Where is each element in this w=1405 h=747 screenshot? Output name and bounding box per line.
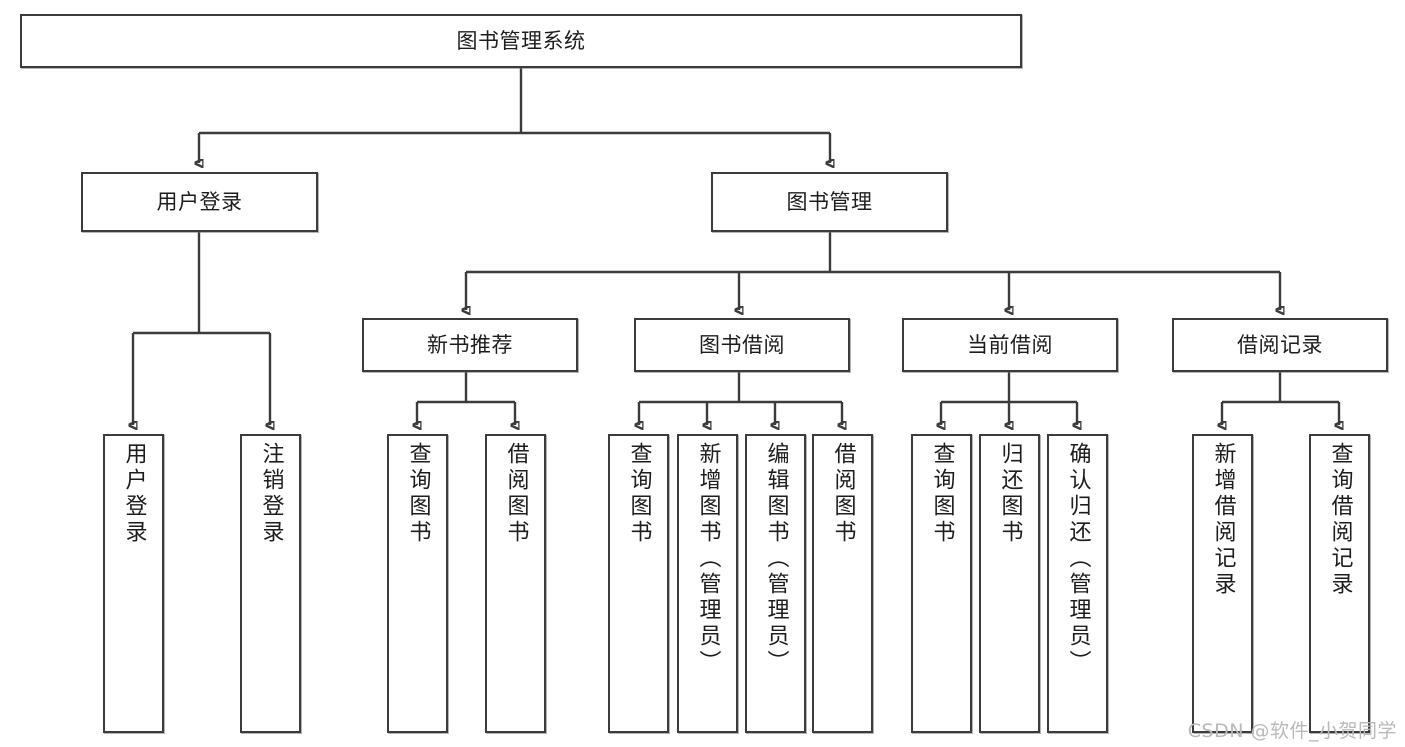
leaf-edit-book-admin[interactable]: 编辑图书（管理员）	[745, 434, 806, 733]
node-label: 查询图书	[929, 442, 955, 546]
node-label: 编辑图书（管理员）	[763, 442, 789, 676]
leaf-query-book-recommend[interactable]: 查询图书	[387, 434, 448, 733]
node-label: 确认归还（管理员）	[1065, 442, 1091, 676]
node-label: 新增借阅记录	[1210, 442, 1236, 598]
node-label: 新书推荐	[427, 332, 513, 357]
node-label: 当前借阅	[967, 332, 1053, 357]
leaf-logout[interactable]: 注销登录	[240, 434, 301, 733]
node-label: 借阅图书	[503, 442, 529, 546]
node-label: 用户登录	[156, 189, 243, 214]
node-label: 图书管理系统	[456, 28, 586, 53]
leaf-confirm-return-admin[interactable]: 确认归还（管理员）	[1047, 434, 1108, 733]
node-current-borrow[interactable]: 当前借阅	[902, 318, 1118, 372]
node-borrow-record[interactable]: 借阅记录	[1172, 318, 1388, 372]
node-label: 查询图书	[626, 442, 652, 546]
leaf-query-borrow-record[interactable]: 查询借阅记录	[1309, 434, 1370, 733]
node-book-management[interactable]: 图书管理	[711, 172, 948, 232]
node-root-book-management-system[interactable]: 图书管理系统	[20, 14, 1022, 68]
node-label: 新增图书（管理员）	[695, 442, 721, 676]
leaf-add-borrow-record[interactable]: 新增借阅记录	[1192, 434, 1253, 733]
node-label: 归还图书	[997, 442, 1023, 546]
node-label: 借阅图书	[830, 442, 856, 546]
node-user-login[interactable]: 用户登录	[81, 172, 318, 232]
leaf-add-book-admin[interactable]: 新增图书（管理员）	[677, 434, 738, 733]
node-label: 图书管理	[786, 189, 873, 214]
leaf-query-book-borrow[interactable]: 查询图书	[608, 434, 669, 733]
node-label: 借阅记录	[1237, 332, 1323, 357]
leaf-borrow-book-recommend[interactable]: 借阅图书	[485, 434, 546, 733]
node-label: 查询借阅记录	[1327, 442, 1353, 598]
leaf-borrow-book[interactable]: 借阅图书	[812, 434, 873, 733]
node-label: 查询图书	[405, 442, 431, 546]
leaf-query-book-current[interactable]: 查询图书	[911, 434, 972, 733]
node-label: 图书借阅	[699, 332, 785, 357]
leaf-return-book[interactable]: 归还图书	[979, 434, 1040, 733]
node-label: 用户登录	[121, 442, 147, 546]
node-new-book-recommend[interactable]: 新书推荐	[362, 318, 578, 372]
node-label: 注销登录	[258, 442, 284, 546]
leaf-user-login[interactable]: 用户登录	[103, 434, 164, 733]
node-book-borrow[interactable]: 图书借阅	[634, 318, 850, 372]
